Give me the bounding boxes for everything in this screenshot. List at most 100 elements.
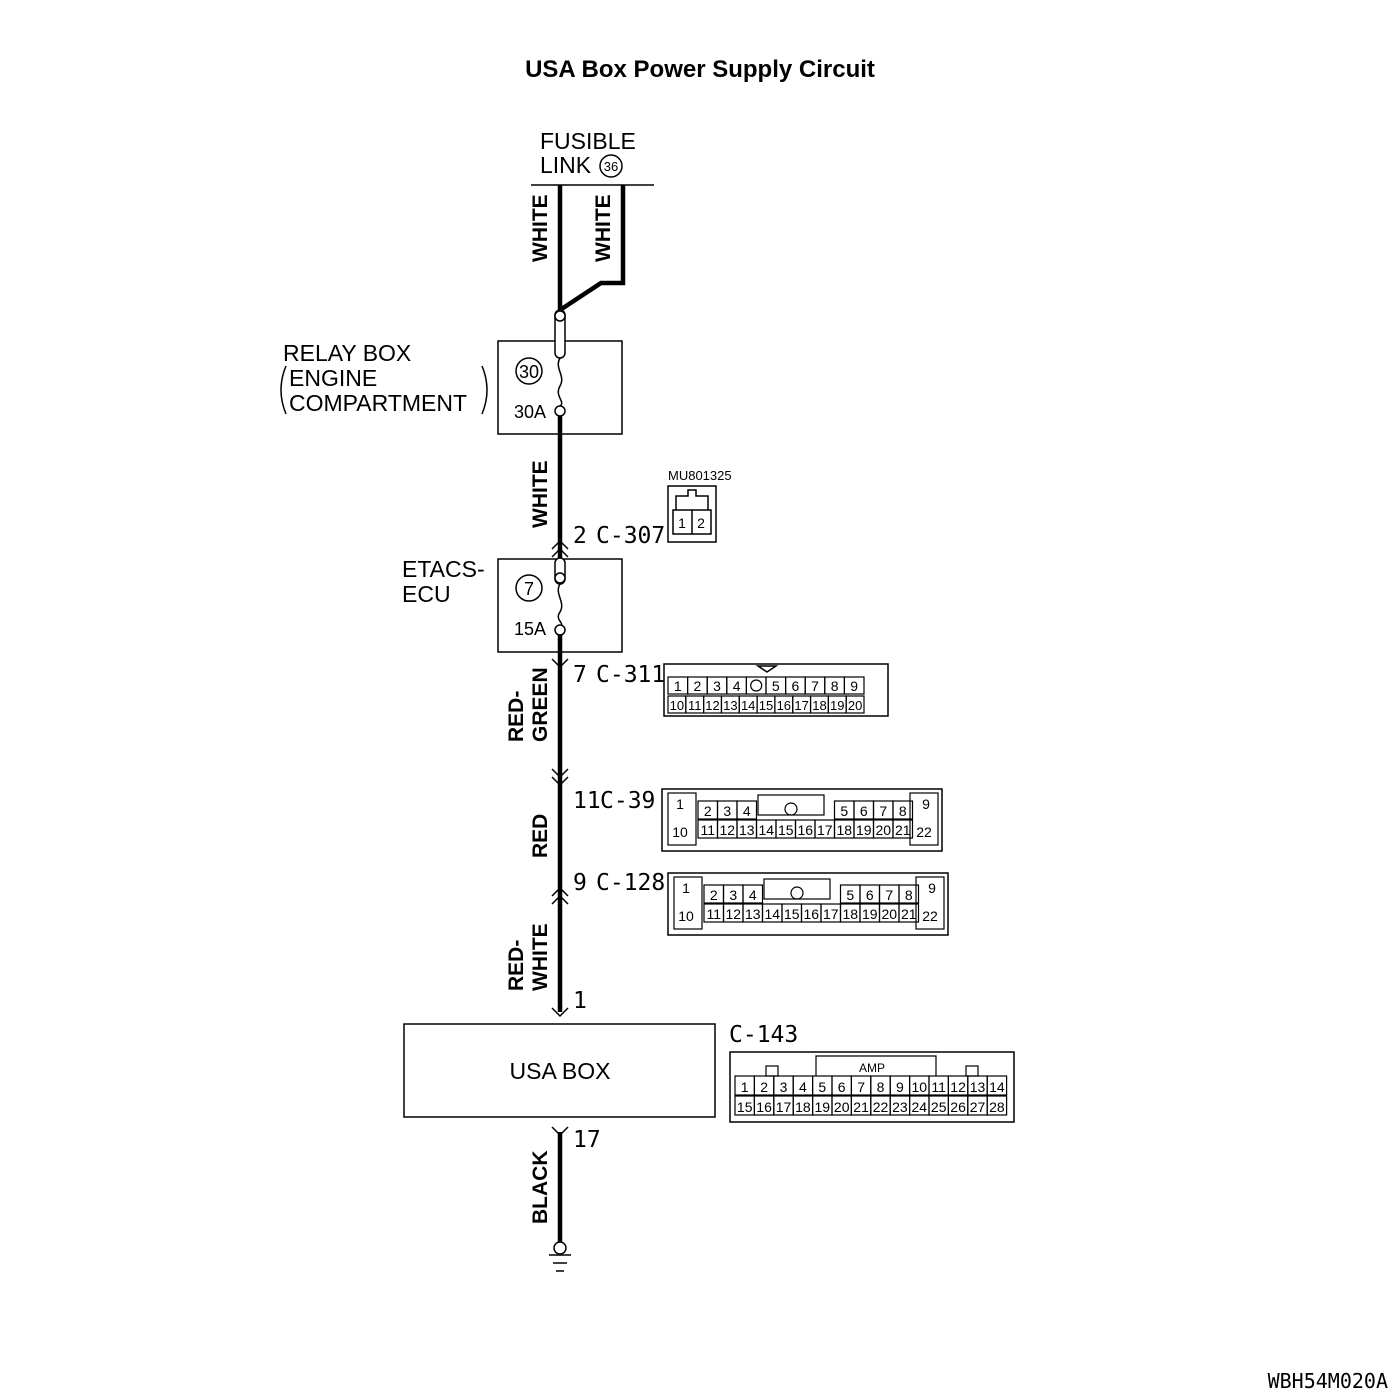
c39-pin-20: 20 bbox=[875, 822, 891, 838]
c39-pin-10: 10 bbox=[672, 824, 688, 840]
c39-pin-1: 1 bbox=[676, 796, 684, 812]
c143-pin-4: 4 bbox=[799, 1079, 807, 1095]
connector-c307-part: MU801325 bbox=[668, 468, 732, 483]
connector-c311-lock bbox=[755, 665, 779, 673]
c128-pin-9: 9 bbox=[928, 880, 936, 896]
fusible-link: FUSIBLE LINK 36 bbox=[531, 128, 654, 186]
wire-label-middle: RED bbox=[529, 814, 552, 858]
c143-pin-25: 25 bbox=[931, 1099, 947, 1115]
c128-pin-17: 17 bbox=[823, 906, 839, 922]
c39-pin-15: 15 bbox=[778, 822, 794, 838]
c39-pin-8-cell bbox=[892, 800, 914, 820]
c143-pin-19: 19 bbox=[815, 1099, 831, 1115]
connector-c143-name: C-143 bbox=[729, 1022, 798, 1048]
connector-c307-body bbox=[667, 485, 717, 543]
connector-c128-mark-2 bbox=[551, 894, 569, 905]
connector-c311-name: C-311 bbox=[596, 662, 665, 688]
c311-pin-16: 16 bbox=[777, 698, 791, 713]
c39-left-cavity bbox=[667, 792, 697, 846]
c128-pin-6: 6 bbox=[866, 887, 874, 903]
etacs-fuse-number-circle bbox=[515, 574, 543, 602]
c143-pin-26: 26 bbox=[950, 1099, 966, 1115]
c128-pin-1: 1 bbox=[682, 880, 690, 896]
c143-tag: AMP bbox=[859, 1061, 885, 1075]
connector-c311-mark bbox=[551, 658, 569, 669]
connector-c311-pin: 7 bbox=[573, 662, 587, 688]
etacs-fuse-element bbox=[557, 583, 563, 627]
c39-pin-21-cell bbox=[892, 819, 914, 839]
wire-label-to-usa-box-2: WHITE bbox=[529, 923, 552, 991]
c143-pin-20: 20 bbox=[834, 1099, 850, 1115]
etacs-fuse-terminal-top bbox=[554, 572, 566, 584]
c143-pin-3: 3 bbox=[780, 1079, 788, 1095]
c39-pin-4-cell bbox=[736, 800, 758, 820]
usa-box-label: USA BOX bbox=[510, 1058, 611, 1084]
connector-c128-pin: 9 bbox=[573, 870, 587, 896]
ground-terminal bbox=[553, 1241, 567, 1255]
c143-pin-11: 11 bbox=[931, 1079, 946, 1095]
usa-box-input-pin: 1 bbox=[573, 988, 587, 1014]
connector-c307-pin: 2 bbox=[573, 523, 587, 549]
fusible-link-number: 36 bbox=[604, 159, 618, 174]
relay-fuse-number: 30 bbox=[519, 362, 539, 382]
c128-pin-19: 19 bbox=[862, 906, 878, 922]
c143-pin-6: 6 bbox=[838, 1079, 846, 1095]
c39-pin-12: 12 bbox=[719, 822, 735, 838]
c128-pin-7: 7 bbox=[885, 887, 893, 903]
ground-pin: 17 bbox=[573, 1127, 601, 1153]
relay-box-label-2: ENGINE bbox=[289, 365, 377, 391]
c39-pin-18: 18 bbox=[836, 822, 852, 838]
c311-pin-6: 6 bbox=[792, 678, 800, 694]
c143-pin-9: 9 bbox=[896, 1079, 904, 1095]
connector-c39-name: C-39 bbox=[600, 788, 655, 814]
relay-fuse-terminal-top bbox=[554, 310, 566, 322]
c143-pin-22: 22 bbox=[873, 1099, 889, 1115]
c39-pin-4: 4 bbox=[743, 803, 751, 819]
c143-pin-14-cell bbox=[986, 1075, 1008, 1096]
c311-pin-8: 8 bbox=[831, 678, 839, 694]
etacs-label-2: ECU bbox=[402, 581, 451, 607]
etacs-ecu: ETACS- ECU 7 15A bbox=[402, 556, 623, 653]
wire-label-relay-to-etacs: WHITE bbox=[529, 460, 552, 528]
connector-c307-mark-2 bbox=[551, 547, 569, 558]
c311-pin-7: 7 bbox=[811, 678, 819, 694]
c143-pin-7: 7 bbox=[857, 1079, 865, 1095]
c143-pin-8: 8 bbox=[877, 1079, 885, 1095]
c128-pin-10: 10 bbox=[678, 908, 694, 924]
c128-pin-4: 4 bbox=[749, 887, 757, 903]
c128-pin-5: 5 bbox=[846, 887, 854, 903]
c311-pin-20: 20 bbox=[848, 698, 862, 713]
c143-pin-15: 15 bbox=[737, 1099, 753, 1115]
c143-pin-16: 16 bbox=[756, 1099, 772, 1115]
c143-pin-21: 21 bbox=[853, 1099, 869, 1115]
c143-pin-17: 17 bbox=[776, 1099, 792, 1115]
diagram-title: USA Box Power Supply Circuit bbox=[525, 56, 875, 83]
wire-label-to-usa-box: RED- WHITE bbox=[505, 923, 552, 991]
wire-label-etacs-out: RED- GREEN bbox=[505, 667, 552, 742]
c128-pin-20: 20 bbox=[881, 906, 897, 922]
c39-pin-5: 5 bbox=[840, 803, 848, 819]
c143-pin-5: 5 bbox=[818, 1079, 826, 1095]
relay-box-label-1: RELAY BOX bbox=[283, 340, 411, 366]
c311-pin-3: 3 bbox=[713, 678, 721, 694]
c128-pin-15: 15 bbox=[784, 906, 800, 922]
etacs-fuse-rating: 15A bbox=[514, 619, 546, 639]
wire-label-fusible-right: WHITE bbox=[592, 194, 615, 262]
c311-pin-11: 11 bbox=[688, 698, 702, 713]
c143-latch-right bbox=[965, 1065, 979, 1077]
c311-pin-9-cell bbox=[843, 676, 865, 695]
c143-pin-27: 27 bbox=[970, 1099, 986, 1115]
figure-code: WBH54M020A bbox=[1268, 1369, 1388, 1393]
c143-lock bbox=[815, 1055, 937, 1076]
connector-c307-name: C-307 bbox=[596, 523, 665, 549]
wire-label-to-usa-box-1: RED- bbox=[505, 940, 528, 991]
etacs-label-1: ETACS- bbox=[402, 556, 485, 582]
wire-label-ground: BLACK bbox=[529, 1151, 552, 1225]
c128-pin-8: 8 bbox=[905, 887, 913, 903]
wire-label-etacs-out-1: RED- bbox=[505, 691, 528, 742]
